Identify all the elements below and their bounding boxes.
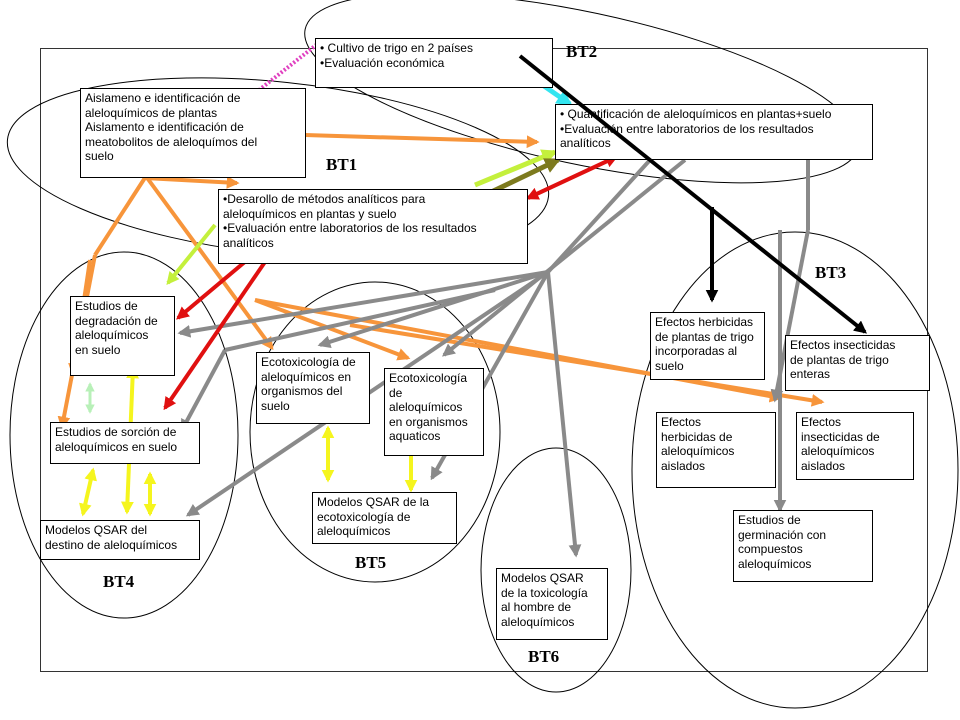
box-line: aleloquímicos — [661, 444, 735, 458]
box-line: Aislameno e identificación de — [85, 91, 241, 105]
box-line: al hombre de — [501, 600, 572, 614]
box-line: en suelo — [75, 342, 121, 357]
box-line: de la toxicología — [501, 585, 588, 600]
box-line: •Desarollo de métodos analíticos para — [223, 192, 426, 206]
cluster-label-bt5: BT5 — [355, 553, 387, 572]
arrow-orange-1 — [144, 176, 240, 189]
box-line: Ecotoxicología de — [261, 355, 356, 369]
cluster-label-bt6: BT6 — [528, 647, 560, 666]
arrow-orange-0 — [304, 133, 540, 149]
cluster-label-bt4: BT4 — [103, 572, 135, 591]
box-line: Estudios de — [75, 299, 138, 313]
box-line: Modelos QSAR — [501, 571, 584, 585]
box-line: suelo — [85, 149, 114, 163]
box-line: en organismos — [389, 414, 468, 429]
arrow-gray-10 — [317, 270, 549, 348]
box-line: de — [389, 385, 403, 400]
box-line: aleloquímicos — [801, 444, 875, 458]
cluster-ellipse-bt4 — [9, 251, 239, 619]
box-line: insecticidas de — [801, 429, 880, 444]
box-line: aislados — [661, 458, 706, 473]
box-line: aleloquímicos — [75, 328, 149, 342]
box-line: meatobolitos de aleloquímos del — [85, 134, 258, 149]
box-line: suelo — [261, 398, 290, 413]
box-line: aleloquímicos en — [261, 369, 352, 384]
box-line: Modelos QSAR de la — [317, 495, 430, 509]
box-line: Efectos — [801, 415, 842, 429]
box-line: Efectos — [661, 415, 702, 429]
box-line: aleloquímicos — [501, 614, 575, 629]
box-line: enteras — [790, 367, 831, 381]
cluster-ellipse-bt5 — [249, 281, 501, 583]
arrow-yellow-33 — [79, 467, 97, 517]
cluster-label-bt2: BT2 — [566, 42, 598, 61]
box-line: organismos del — [261, 384, 343, 398]
box-line: aquaticos — [389, 429, 441, 443]
box-line: aislados — [801, 458, 846, 473]
box-line: Modelos QSAR del — [45, 523, 148, 537]
box-line: degradación de — [75, 313, 158, 328]
box-line: aleloquímicos en plantas y suelo — [223, 206, 397, 221]
arrow-yellow-green-26 — [166, 223, 217, 285]
box-line: compuestos — [738, 542, 803, 556]
arrow-red-22 — [163, 237, 282, 411]
box-line: aleloquímicos — [389, 400, 463, 414]
arrow-orange-8 — [349, 323, 825, 407]
box-line: Estudios de sorción de — [55, 425, 177, 439]
box-line: aleloquímicos en suelo — [55, 439, 178, 454]
box-line: destino de aleloquímicos — [45, 537, 178, 552]
box-line: ecotoxicología de — [317, 509, 411, 524]
box-line: Estudios de — [738, 513, 801, 527]
box-line: herbicidas de — [661, 429, 733, 444]
box-line: • Cultivo de trigo en 2 países — [320, 41, 473, 55]
box-line: Ecotoxicología — [389, 371, 468, 385]
box-line: analíticos — [223, 235, 274, 250]
box-line: aleloquímicos — [738, 556, 812, 571]
box-line: de plantas de trigo — [790, 352, 889, 367]
arrow-orange-2 — [93, 168, 152, 257]
box-line: incorporadas al — [655, 344, 738, 358]
box-line: Efectos insecticidas — [790, 338, 896, 352]
box-cultivo: • Cultivo de trigo en 2 países•Evaluació… — [315, 38, 553, 88]
box-line: suelo — [655, 358, 684, 373]
box-line: germinación con — [738, 527, 827, 542]
box-line: Aislamento e identificación de — [85, 120, 244, 134]
box-line: •Evaluación económica — [320, 55, 445, 70]
box-line: •Evaluación entre laboratorios de los re… — [223, 221, 477, 235]
box-line: aleloquímicos de plantas — [85, 105, 218, 120]
cluster-ellipse-bt6 — [480, 447, 632, 693]
cluster-label-bt3: BT3 — [815, 263, 847, 282]
box-line: aleloquímicos — [317, 524, 391, 538]
cluster-label-bt1: BT1 — [326, 155, 358, 174]
